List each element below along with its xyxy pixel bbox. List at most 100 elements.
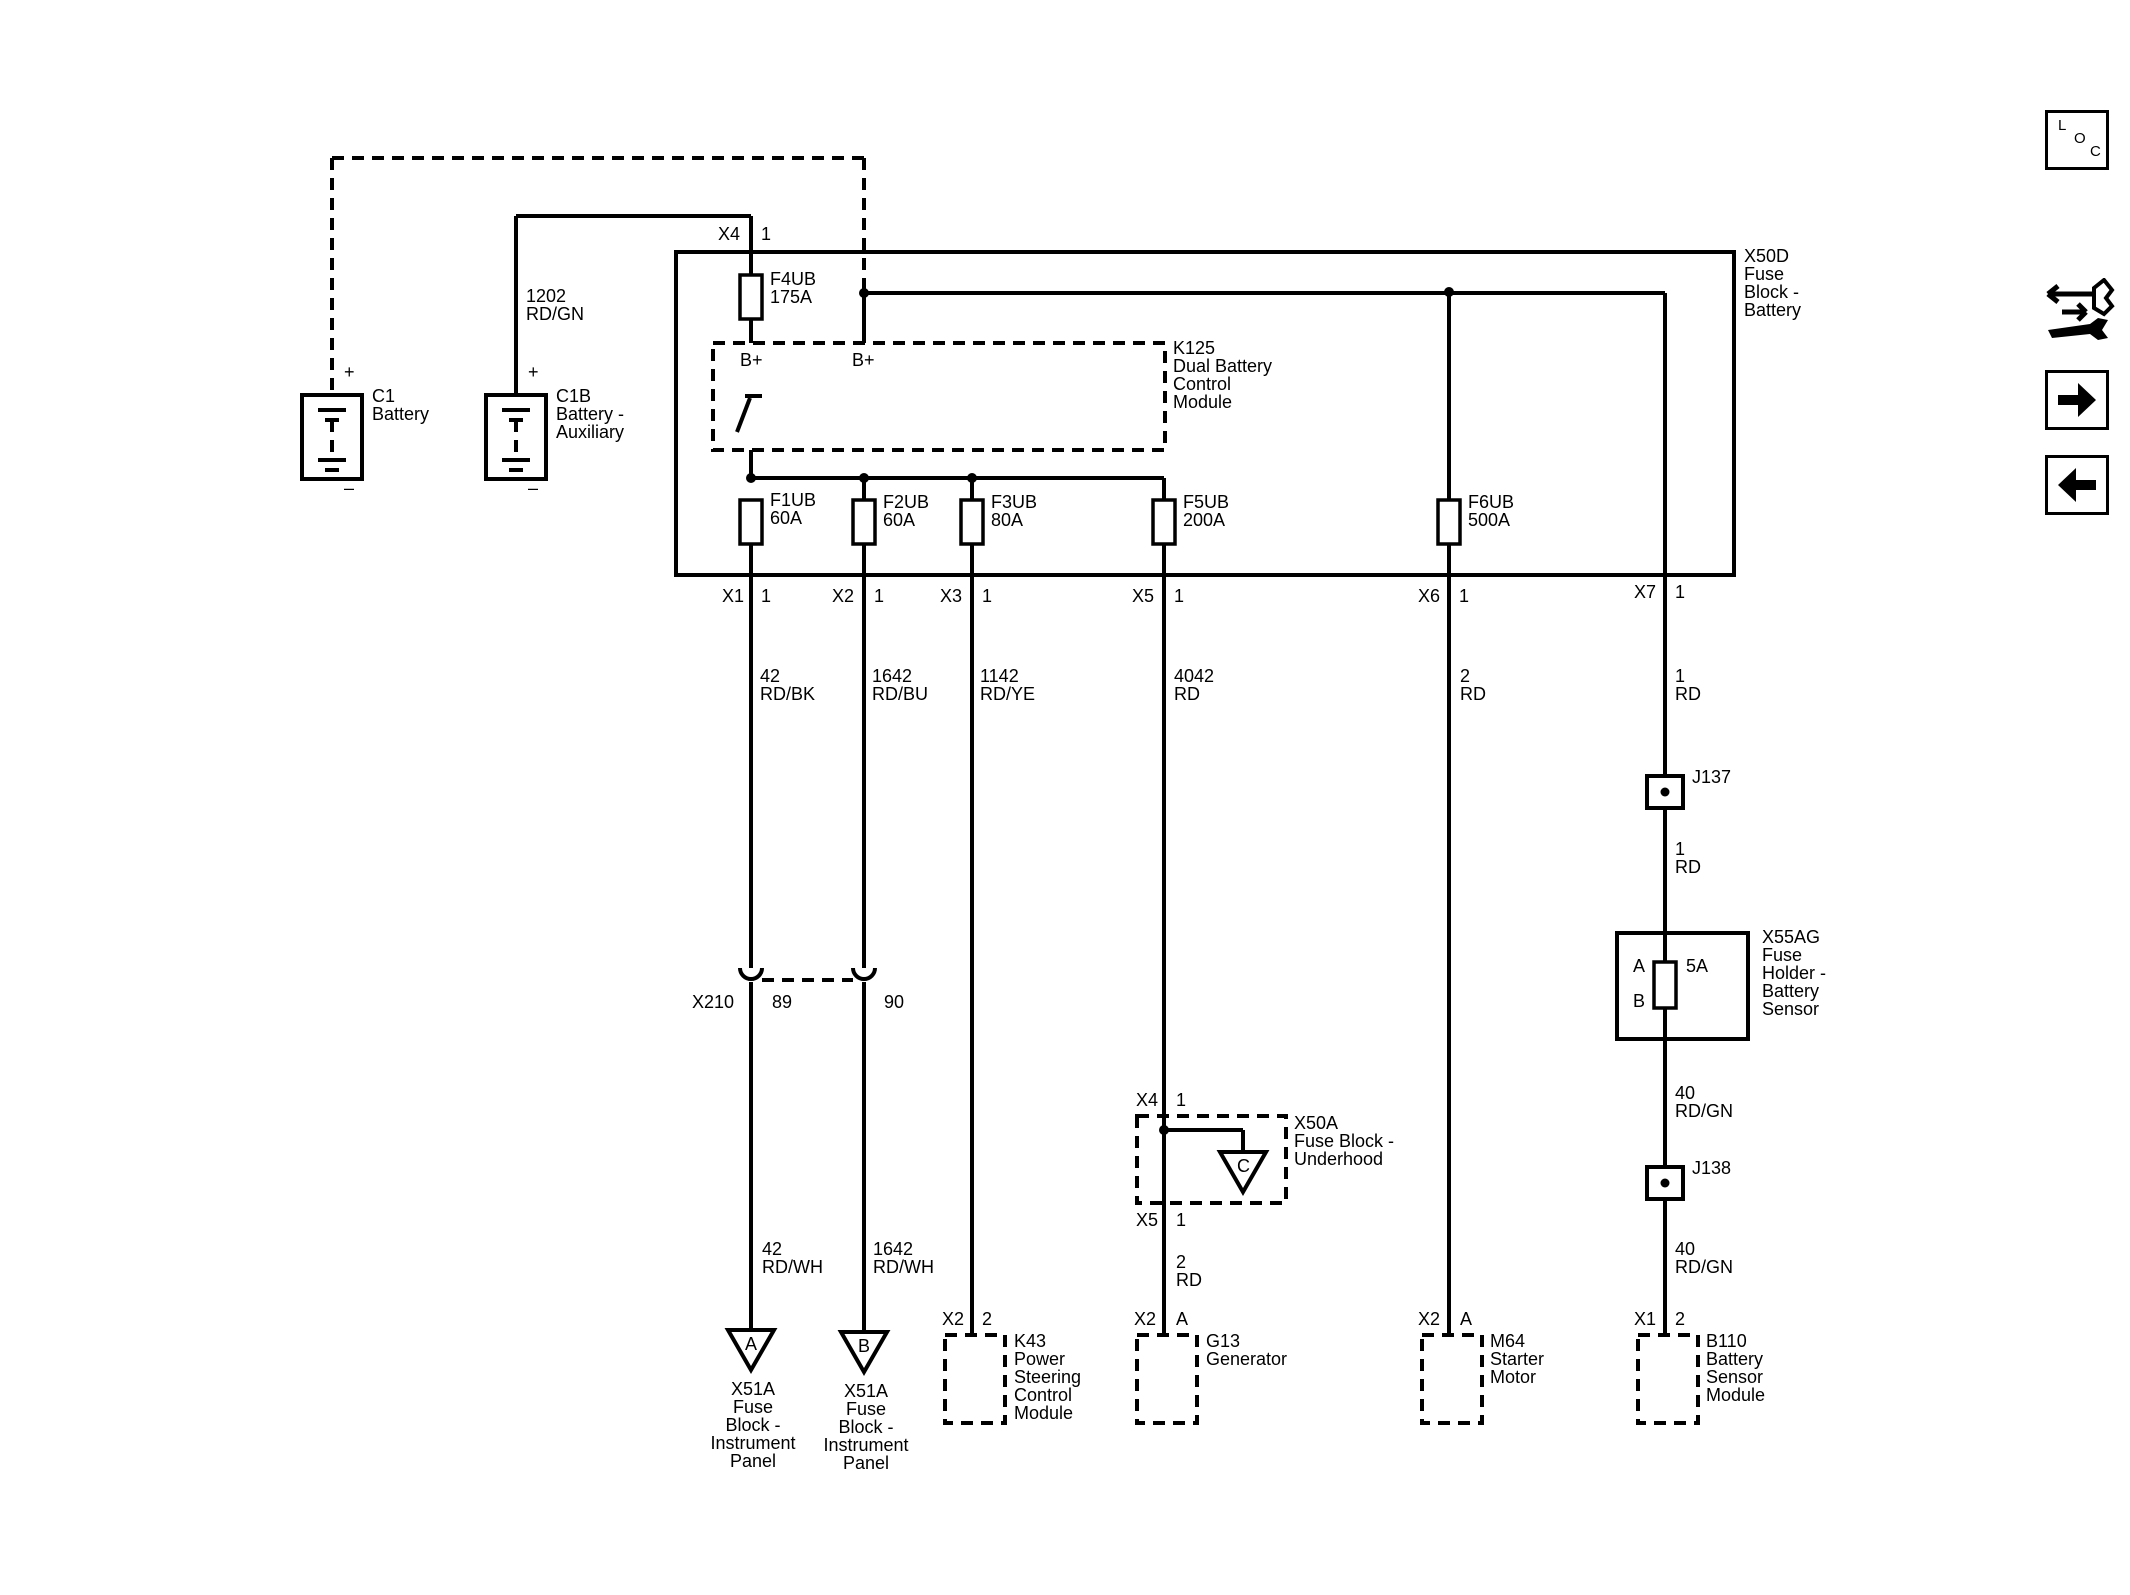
x55ag-pin-b: B bbox=[1633, 991, 1645, 1011]
k43-name-5: Module bbox=[1014, 1403, 1073, 1423]
m64-name-3: Motor bbox=[1490, 1367, 1536, 1387]
fuse-f2ub-rating: 60A bbox=[883, 510, 915, 530]
arrow-left-icon[interactable] bbox=[2045, 455, 2109, 515]
battery-c1b: + – C1B Battery - Auxiliary 1202 RD/GN bbox=[484, 214, 751, 498]
wire-x6-color: RD bbox=[1460, 684, 1486, 704]
x51a-a-name-4: Instrument bbox=[710, 1433, 795, 1453]
x51a-a-name-1: X51A bbox=[731, 1379, 775, 1399]
b110-name-3: Sensor bbox=[1706, 1367, 1763, 1387]
out-x7-conn: X7 bbox=[1634, 582, 1656, 602]
out-x1-pin: 1 bbox=[761, 586, 771, 606]
x51a-a-name-3: Block - bbox=[725, 1415, 780, 1435]
m64-conn: X2 bbox=[1418, 1309, 1440, 1329]
fuse-f2ub-name: F2UB bbox=[883, 492, 929, 512]
k43-name-3: Steering bbox=[1014, 1367, 1081, 1387]
wire-x5-color: RD bbox=[1174, 684, 1200, 704]
dbcm-name-3: Module bbox=[1173, 392, 1232, 412]
x50a-letter: C bbox=[1237, 1156, 1250, 1176]
input-pin: 1 bbox=[761, 224, 771, 244]
j137-ref: J137 bbox=[1692, 767, 1731, 787]
loc-letter-o: O bbox=[2074, 130, 2086, 147]
fuse-f6ub bbox=[1436, 498, 1462, 546]
wrench-arrows-icon[interactable] bbox=[2042, 277, 2116, 348]
fuse-block-name-1: Fuse bbox=[1744, 264, 1784, 284]
dbcm-term-right: B+ bbox=[852, 350, 875, 370]
fuse-f5ub-name: F5UB bbox=[1183, 492, 1229, 512]
battery-name: Battery bbox=[372, 404, 429, 424]
j137-wire-circuit: 1 bbox=[1675, 839, 1685, 859]
output-connectors: X1 1 X2 1 X3 1 X5 1 X6 1 X7 1 42 RD/BK 1… bbox=[722, 582, 1701, 704]
input-conn: X4 bbox=[718, 224, 740, 244]
fuse-f5ub bbox=[1151, 498, 1177, 546]
x51a-a-name-5: Panel bbox=[730, 1451, 776, 1471]
x50a-g13: C X4 1 X5 1 X50A Fuse Block - Underhood … bbox=[1134, 575, 1394, 1425]
fuse-block-name-3: Battery bbox=[1744, 300, 1801, 320]
wire-x6-circuit: 2 bbox=[1460, 666, 1470, 686]
aux-battery-plus: + bbox=[528, 362, 539, 382]
fuse-block-name-2: Block - bbox=[1744, 282, 1799, 302]
x51a-a-name-2: Fuse bbox=[733, 1397, 773, 1417]
gen-wire-color: RD bbox=[1176, 1270, 1202, 1290]
x210-pin-a: 89 bbox=[772, 992, 792, 1012]
fuse-f6ub-rating: 500A bbox=[1468, 510, 1510, 530]
wire-x2-circuit: 1642 bbox=[872, 666, 912, 686]
loc-letter-l: L bbox=[2058, 117, 2067, 134]
wire1642-low-color: RD/WH bbox=[873, 1257, 934, 1277]
battery-plus: + bbox=[344, 362, 355, 382]
aux-wire-color: RD/GN bbox=[526, 304, 584, 324]
sensor-wire1-circuit: 40 bbox=[1675, 1083, 1695, 1103]
aux-battery-name-1: Battery - bbox=[556, 404, 624, 424]
x51a-a-letter: A bbox=[745, 1334, 757, 1354]
g13-name-2: Generator bbox=[1206, 1349, 1287, 1369]
k43-pin: 2 bbox=[982, 1309, 992, 1329]
x51a-b-name-1: X51A bbox=[844, 1381, 888, 1401]
fuse-f4ub bbox=[738, 273, 764, 321]
x51a-b-name-2: Fuse bbox=[846, 1399, 886, 1419]
x55ag-rating: 5A bbox=[1686, 956, 1708, 976]
battery-ref: C1 bbox=[372, 386, 395, 406]
wire-x7-color: RD bbox=[1675, 684, 1701, 704]
j137-wire-color: RD bbox=[1675, 857, 1701, 877]
x51a-b-letter: B bbox=[858, 1336, 870, 1356]
b110-name-1: B110 bbox=[1706, 1331, 1747, 1351]
fuse-f6ub-name: F6UB bbox=[1468, 492, 1514, 512]
j138-ref: J138 bbox=[1692, 1158, 1731, 1178]
aux-wire-circuit: 1202 bbox=[526, 286, 566, 306]
wire-x3-color: RD/YE bbox=[980, 684, 1035, 704]
wire-x7-circuit: 1 bbox=[1675, 666, 1685, 686]
b110-pin: 2 bbox=[1675, 1309, 1685, 1329]
dbcm-ref: K125 bbox=[1173, 338, 1215, 358]
fuse-block-ref: X50D bbox=[1744, 246, 1789, 266]
m64-name-1: M64 bbox=[1490, 1331, 1525, 1351]
k43-name-2: Power bbox=[1014, 1349, 1065, 1369]
fuse-f3ub bbox=[959, 498, 985, 546]
x51a-b-name-4: Instrument bbox=[823, 1435, 908, 1455]
wire-x2-color: RD/BU bbox=[872, 684, 928, 704]
out-x1-conn: X1 bbox=[722, 586, 744, 606]
x210-ref: X210 bbox=[692, 992, 734, 1012]
fuse-f1ub bbox=[738, 498, 764, 546]
x55ag-name-5: Sensor bbox=[1762, 999, 1819, 1019]
wire-x3-circuit: 1142 bbox=[980, 666, 1019, 686]
x55ag-name-2: Fuse bbox=[1762, 945, 1802, 965]
loc-icon[interactable]: L O C bbox=[2045, 110, 2109, 170]
x51a-b-name-5: Panel bbox=[843, 1453, 889, 1473]
out-x3-pin: 1 bbox=[982, 586, 992, 606]
arrow-right-icon[interactable] bbox=[2045, 370, 2109, 430]
x50a-name-1: X50A bbox=[1294, 1113, 1338, 1133]
x55ag-name-4: Battery bbox=[1762, 981, 1819, 1001]
k43-name-4: Control bbox=[1014, 1385, 1072, 1405]
battery-c1: + – C1 Battery bbox=[300, 156, 864, 498]
k43-conn: X2 bbox=[942, 1309, 964, 1329]
g13-name-1: G13 bbox=[1206, 1331, 1240, 1351]
x50a-in-pin: 1 bbox=[1176, 1090, 1186, 1110]
g13-conn: X2 bbox=[1134, 1309, 1156, 1329]
x55ag-pin-a: A bbox=[1633, 956, 1645, 976]
x50a-in-conn: X4 bbox=[1136, 1090, 1158, 1110]
x210-pin-b: 90 bbox=[884, 992, 904, 1012]
x55ag-name-1: X55AG bbox=[1762, 927, 1820, 947]
x50a-name-2: Fuse Block - bbox=[1294, 1131, 1394, 1151]
aux-battery-ref: C1B bbox=[556, 386, 591, 406]
fuse-f2ub bbox=[851, 498, 877, 546]
